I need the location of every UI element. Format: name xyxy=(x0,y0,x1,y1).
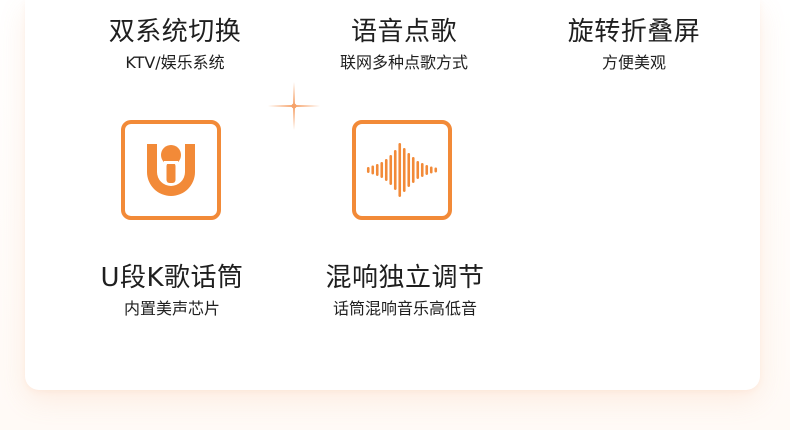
wave-bar xyxy=(420,163,424,177)
wave-bar xyxy=(416,161,420,179)
feature-subtitle: 话筒混响音乐高低音 xyxy=(332,299,477,318)
feature-title: 语音点歌 xyxy=(350,17,457,47)
wave-bar xyxy=(384,159,388,181)
feature-folding-screen: 旋转折叠屏 方便美观 xyxy=(524,16,744,74)
feature-subtitle: 内置美声芯片 xyxy=(123,299,220,318)
wave-bar xyxy=(398,143,402,197)
wave-bar xyxy=(425,165,429,175)
feature-voice-song: 语音点歌 联网多种点歌方式 xyxy=(294,16,514,74)
wave-bar xyxy=(411,157,415,183)
feature-reverb-adjust: 混响独立调节 话筒混响音乐高低音 xyxy=(295,262,515,320)
sound-wave-icon xyxy=(352,120,452,220)
feature-subtitle: 方便美观 xyxy=(601,53,666,72)
microphone-u-icon xyxy=(121,120,221,220)
wave-bar xyxy=(407,153,411,187)
wave-bar xyxy=(371,165,375,175)
feature-title: 混响独立调节 xyxy=(325,263,485,293)
wave-bar xyxy=(429,166,433,174)
wave-bar xyxy=(393,150,397,190)
feature-u-band-microphone: U段K歌话筒 内置美声芯片 xyxy=(62,262,282,320)
wave-bar xyxy=(389,155,393,185)
wave-bar xyxy=(366,167,370,173)
wave-bar xyxy=(380,162,384,178)
wave-bar xyxy=(434,167,438,173)
feature-subtitle: 联网多种点歌方式 xyxy=(339,53,468,72)
sparkle-icon xyxy=(268,82,320,130)
feature-title: 双系统切换 xyxy=(108,17,242,47)
wave-bar xyxy=(402,148,406,192)
feature-title: 旋转折叠屏 xyxy=(567,17,701,47)
feature-title: U段K歌话筒 xyxy=(100,263,244,293)
feature-dual-system: 双系统切换 KTV/娱乐系统 xyxy=(65,16,285,74)
feature-subtitle: KTV/娱乐系统 xyxy=(125,53,225,72)
wave-bar xyxy=(375,164,379,176)
